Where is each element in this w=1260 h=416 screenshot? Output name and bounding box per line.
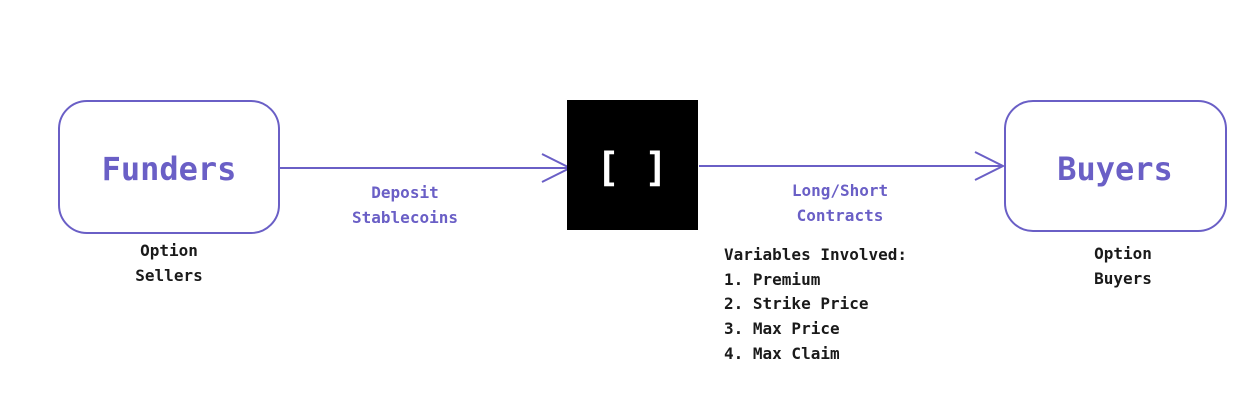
funders-label: Funders [102, 150, 237, 188]
variables-item-3: 3. Max Price [724, 319, 840, 338]
contracts-label-line1: Long/Short [792, 181, 888, 200]
funders-caption-line1: Option [140, 241, 198, 260]
center-box [567, 100, 698, 230]
contracts-arrow-head [974, 151, 1006, 181]
variables-heading: Variables Involved: [724, 245, 907, 264]
contracts-label-line2: Contracts [797, 206, 884, 225]
buyers-caption-line2: Buyers [1094, 269, 1152, 288]
center-logo: [ ] [596, 145, 668, 191]
deposit-label-line1: Deposit [371, 183, 438, 202]
buyers-label: Buyers [1057, 150, 1173, 188]
variables-item-4: 4. Max Claim [724, 344, 840, 363]
variables-item-1: 1. Premium [724, 270, 821, 289]
deposit-label-line2: Stablecoins [352, 208, 458, 227]
variables-item-2: 2. Strike Price [724, 294, 869, 313]
buyers-caption-line1: Option [1094, 244, 1152, 263]
funders-caption-line2: Sellers [135, 266, 202, 285]
funders-box [58, 100, 280, 234]
buyers-box [1004, 100, 1227, 232]
